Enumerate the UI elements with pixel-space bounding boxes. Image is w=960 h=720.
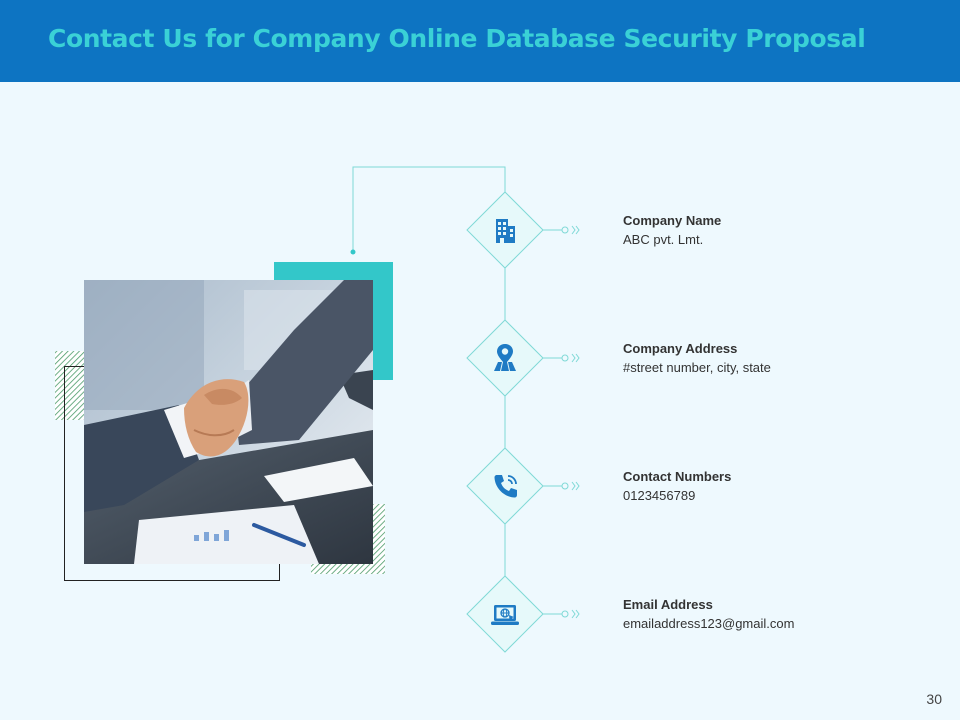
hatch-accent-left <box>55 351 85 420</box>
page-number: 30 <box>926 691 942 707</box>
contact-label: Contact Numbers <box>623 469 732 484</box>
connector-dot <box>350 249 356 255</box>
handshake-photo <box>84 280 373 564</box>
connector-line <box>352 166 506 251</box>
contact-value: #street number, city, state <box>623 360 771 375</box>
contact-value: 0123456789 <box>623 488 696 503</box>
contact-value: emailaddress123@gmail.com <box>623 616 795 631</box>
title-bar: Contact Us for Company Online Database S… <box>0 0 960 82</box>
map-pin-icon <box>494 344 516 371</box>
laptop-globe-icon <box>491 605 519 625</box>
contact-numbers: Contact Numbers 0123456789 <box>623 468 731 506</box>
diamond-3 <box>466 447 544 525</box>
phone-icon <box>494 475 517 498</box>
pointer-1 <box>543 225 580 235</box>
contact-label: Company Name <box>623 213 722 228</box>
contact-email: Email Address emailaddress123@gmail.com <box>623 596 794 634</box>
contact-company-name: Company Name ABC pvt. Lmt. <box>623 212 721 250</box>
contact-label: Company Address <box>623 341 738 356</box>
contact-label: Email Address <box>623 597 713 612</box>
slide-title: Contact Us for Company Online Database S… <box>48 24 866 53</box>
contact-company-address: Company Address #street number, city, st… <box>623 340 771 378</box>
pointer-2 <box>543 353 580 363</box>
pointer-4 <box>543 609 580 619</box>
contact-value: ABC pvt. Lmt. <box>623 232 704 247</box>
pointer-3 <box>543 481 580 491</box>
building-icon <box>496 219 515 243</box>
